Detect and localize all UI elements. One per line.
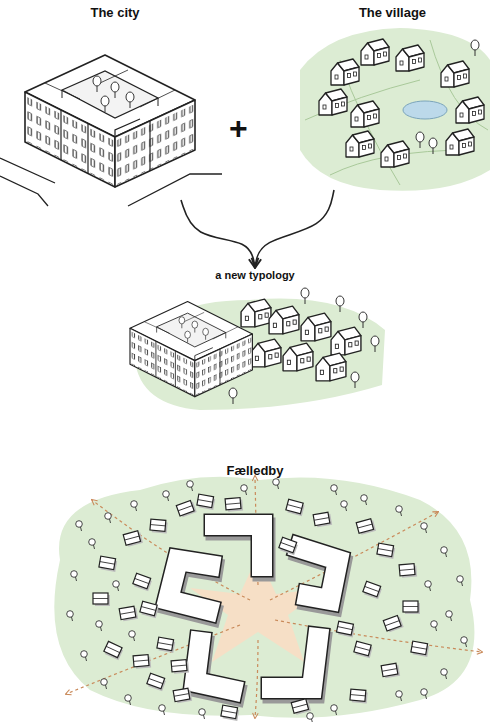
large-block [168, 525, 340, 694]
house-icon [316, 353, 346, 381]
pond [403, 101, 447, 119]
green-ground [54, 477, 474, 718]
house-icon [396, 45, 424, 71]
house-icon [283, 343, 313, 371]
panel-heading: The village [295, 4, 490, 21]
city-illustration [0, 55, 222, 206]
small-house [93, 494, 430, 721]
path-line [66, 476, 482, 718]
field-line [305, 40, 488, 185]
tree-icon [336, 296, 344, 312]
tree-icon [229, 388, 237, 404]
tree-icon [471, 40, 479, 56]
green-ground [300, 28, 490, 191]
merge-arrow [181, 200, 255, 268]
illustration-panel: a new typology [125, 268, 385, 418]
house-icon [241, 299, 271, 327]
house-icon [346, 131, 374, 157]
city-block [25, 55, 195, 187]
tree-icon [301, 288, 309, 304]
illustration-panel: The city [15, 4, 215, 200]
tree-icon [416, 132, 424, 148]
tree-dot [67, 479, 468, 722]
tree-icon [429, 138, 437, 154]
house-icon [331, 327, 361, 355]
house-icon [351, 101, 379, 127]
tree-icon [371, 336, 379, 352]
typology-illustration [130, 288, 385, 410]
illustration-panel: The village [295, 4, 490, 190]
plus-sign: + [229, 112, 248, 144]
village-illustration [300, 28, 490, 191]
house-icon [446, 129, 474, 155]
house-icon [381, 141, 409, 167]
house-icon [361, 39, 389, 65]
tree-icon [351, 372, 359, 388]
tree-icon [359, 312, 367, 328]
illustration-panel: Fælledby [35, 462, 475, 720]
house-icon [319, 89, 347, 115]
house-icon [456, 97, 484, 123]
house-icon [331, 59, 359, 85]
house-icon [301, 313, 331, 341]
house-icon [269, 306, 299, 334]
city-block [130, 302, 252, 397]
merge-arrow [255, 190, 334, 268]
panel-heading: Fælledby [35, 462, 475, 479]
house-icon [251, 339, 281, 367]
house-icon [441, 61, 469, 87]
panel-heading: a new typology [125, 268, 385, 283]
panel-heading: The city [15, 4, 215, 21]
plan-illustration [54, 476, 482, 722]
